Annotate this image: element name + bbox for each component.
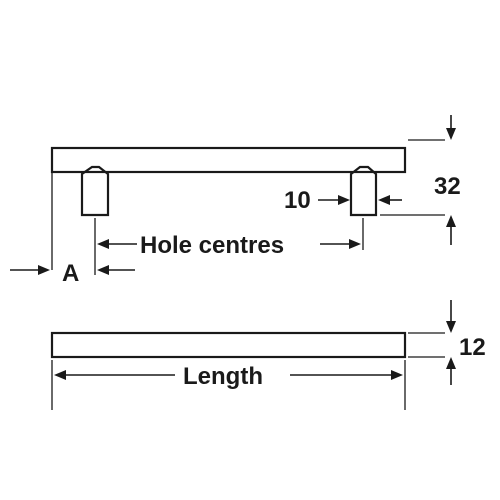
post-diameter-label: 10	[284, 187, 311, 214]
side-view	[50, 146, 407, 217]
hole-centres-label: Hole centres	[140, 232, 284, 259]
arrow-left	[54, 370, 66, 380]
dimension-length: Length	[51, 360, 406, 410]
dimension-32: 32	[380, 115, 461, 245]
length-label: Length	[183, 363, 263, 390]
arrow-right	[349, 239, 361, 249]
right-post	[349, 165, 378, 217]
arrow-right	[338, 195, 350, 205]
projection-label: A	[62, 260, 79, 287]
arrow-up	[446, 215, 456, 227]
arrow-down	[446, 128, 456, 140]
dimension-a: A	[10, 172, 135, 287]
height-label: 32	[434, 173, 461, 200]
arrow-down	[446, 321, 456, 333]
arrow-left	[378, 195, 390, 205]
dimension-hole-centres: Hole centres	[94, 218, 364, 275]
handle-bar-top	[50, 331, 407, 359]
left-post	[80, 165, 110, 217]
thickness-label: 12	[459, 334, 486, 361]
handle-bar-side	[50, 146, 407, 174]
arrow-left	[97, 265, 109, 275]
dimension-12: 12	[408, 300, 486, 385]
arrow-right	[38, 265, 50, 275]
arrow-right	[391, 370, 403, 380]
dimension-10: 10	[284, 187, 402, 214]
arrow-up	[446, 357, 456, 369]
arrow-left	[97, 239, 109, 249]
top-view	[50, 331, 407, 359]
